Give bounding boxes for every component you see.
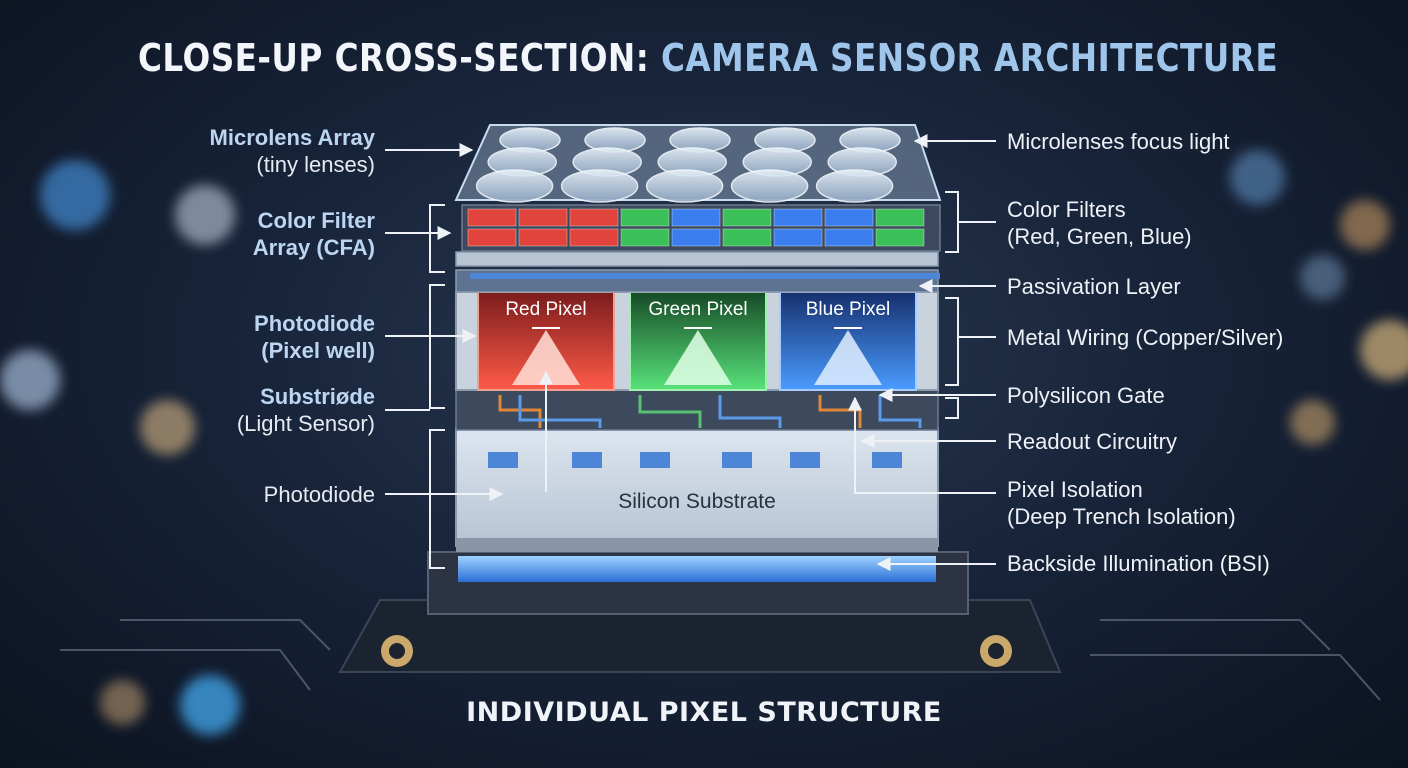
color-filter-cell xyxy=(569,228,619,247)
color-filter-cell xyxy=(620,228,670,247)
microlens xyxy=(560,169,639,203)
color-filter-cell xyxy=(569,208,619,227)
color-filter-cell xyxy=(875,228,925,247)
title-part-2: CAMERA SENSOR ARCHITECTURE xyxy=(661,36,1279,80)
color-filter-cell xyxy=(671,208,721,227)
label-line: (Light Sensor) xyxy=(236,411,375,436)
bokeh-light xyxy=(40,160,110,230)
label-line: Passivation Layer xyxy=(1007,274,1181,299)
label-line: Microlens Array xyxy=(209,125,375,150)
label-line: (Deep Trench Isolation) xyxy=(1007,504,1236,529)
left-leader-arrows xyxy=(385,143,553,501)
bokeh-light xyxy=(1230,150,1285,205)
label-line: Backside Illumination (BSI) xyxy=(1007,551,1270,576)
color-filter-cell xyxy=(773,208,823,227)
label-line: Polysilicon Gate xyxy=(1007,383,1165,408)
label-readout-circuitry: Readout Circuitry xyxy=(1007,428,1177,455)
color-filter-cell xyxy=(722,228,772,247)
bokeh-light xyxy=(180,675,240,735)
color-filter-cell xyxy=(467,228,517,247)
label-line: Pixel Isolation xyxy=(1007,477,1143,502)
page-title: CLOSE-UP CROSS-SECTION: CAMERA SENSOR AR… xyxy=(138,36,1278,80)
bokeh-light xyxy=(1340,200,1390,250)
right-brackets xyxy=(945,191,959,419)
green-pixel-label: Green Pixel xyxy=(648,299,747,320)
sensor-package-base xyxy=(427,551,969,615)
title-part-1: CLOSE-UP CROSS-SECTION: xyxy=(138,36,662,80)
color-filter-cell xyxy=(824,228,874,247)
diagram-subtitle: INDIVIDUAL PIXEL STRUCTURE xyxy=(466,697,942,728)
label-line: Microlenses focus light xyxy=(1007,129,1230,154)
microlens xyxy=(475,169,554,203)
color-filter-cell xyxy=(518,228,568,247)
color-filter-cell xyxy=(620,208,670,227)
bokeh-light xyxy=(175,185,235,245)
label-color-filter-array: Color Filter Array (CFA) xyxy=(253,207,375,261)
label-substrate-light-sensor: Substriøde (Light Sensor) xyxy=(237,383,375,437)
label-backside-illumination: Backside Illumination (BSI) xyxy=(1007,550,1270,577)
label-line: Photodiode xyxy=(254,311,375,336)
backside-illumination-layer xyxy=(458,556,936,582)
color-filter-cell xyxy=(773,228,823,247)
label-line: Readout Circuitry xyxy=(1007,429,1177,454)
color-filter-cell xyxy=(824,208,874,227)
bokeh-light xyxy=(1290,400,1335,445)
color-filter-cell xyxy=(518,208,568,227)
label-microlenses-focus-light: Microlenses focus light xyxy=(1007,128,1230,155)
label-color-filters: Color Filters (Red, Green, Blue) xyxy=(1007,196,1192,250)
label-line: Photodiode xyxy=(263,482,375,507)
label-line: Color Filter xyxy=(257,208,375,233)
microlens xyxy=(815,169,894,203)
label-microlens-array: Microlens Array (tiny lenses) xyxy=(210,124,375,178)
label-line: (Red, Green, Blue) xyxy=(1007,224,1192,249)
substrate-label: Silicon Substrate xyxy=(618,490,776,513)
label-line: (tiny lenses) xyxy=(256,152,375,177)
bokeh-light xyxy=(1360,320,1408,380)
color-filter-cell xyxy=(722,208,772,227)
silicon-substrate: Silicon Substrate xyxy=(455,427,939,552)
photodiode-layer: Red Pixel Green Pixel Blue Pixel xyxy=(455,291,939,391)
label-pixel-isolation: Pixel Isolation (Deep Trench Isolation) xyxy=(1007,476,1236,530)
microlens xyxy=(645,169,724,203)
red-pixel-label: Red Pixel xyxy=(505,299,586,320)
left-brackets xyxy=(429,204,445,569)
bokeh-light xyxy=(140,400,195,455)
label-polysilicon-gate: Polysilicon Gate xyxy=(1007,382,1165,409)
label-line: Array (CFA) xyxy=(252,235,375,260)
label-line: (Pixel well) xyxy=(261,338,375,363)
microlens-array xyxy=(454,124,942,203)
color-filter-cell xyxy=(875,208,925,227)
bokeh-light xyxy=(100,680,145,725)
bokeh-light xyxy=(0,350,60,410)
blue-pixel-label: Blue Pixel xyxy=(806,299,891,320)
label-metal-wiring: Metal Wiring (Copper/Silver) xyxy=(1007,324,1283,351)
label-passivation-layer: Passivation Layer xyxy=(1007,273,1181,300)
passivation-layer xyxy=(455,251,940,293)
color-filter-array xyxy=(461,204,941,252)
bokeh-light xyxy=(1300,255,1345,300)
green-pixel-well: Green Pixel xyxy=(629,291,767,391)
label-photodiode-pixel-well: Photodiode (Pixel well) xyxy=(254,310,375,364)
microlens xyxy=(730,169,809,203)
label-line: Color Filters xyxy=(1007,197,1126,222)
label-photodiode: Photodiode xyxy=(264,481,375,508)
color-filter-cell xyxy=(467,208,517,227)
color-filter-cell xyxy=(671,228,721,247)
blue-pixel-well: Blue Pixel xyxy=(779,291,917,391)
label-line: Metal Wiring (Copper/Silver) xyxy=(1007,325,1284,350)
label-line: Substriøde xyxy=(260,384,375,409)
right-leader-arrows xyxy=(848,134,996,571)
